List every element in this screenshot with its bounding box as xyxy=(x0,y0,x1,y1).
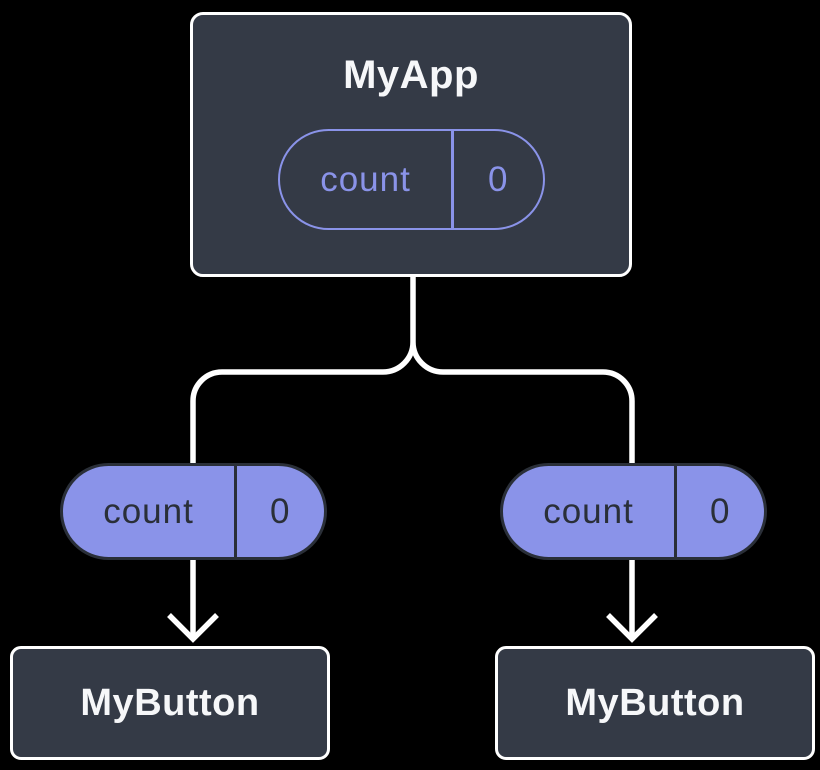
prop-pill-left: count 0 xyxy=(60,463,327,560)
state-pill-name: count xyxy=(320,159,411,199)
myapp-node: MyApp count 0 xyxy=(190,12,632,277)
prop-pill-right-divider xyxy=(674,466,677,557)
right-arrowhead-icon xyxy=(606,613,658,643)
fork-connector-line xyxy=(190,277,635,463)
state-pill-value: 0 xyxy=(488,159,509,199)
left-arrowhead-icon xyxy=(167,613,219,643)
prop-pill-left-divider xyxy=(234,466,237,557)
prop-pill-left-value: 0 xyxy=(270,491,291,531)
state-pill: count 0 xyxy=(278,129,545,230)
myapp-node-title: MyApp xyxy=(343,53,479,97)
mybutton-node-left: MyButton xyxy=(10,646,330,760)
prop-pill-left-name: count xyxy=(103,491,194,531)
state-pill-divider xyxy=(451,131,454,228)
mybutton-node-right: MyButton xyxy=(495,646,815,760)
prop-pill-right: count 0 xyxy=(500,463,767,560)
prop-pill-right-value: 0 xyxy=(710,491,731,531)
prop-pill-right-name: count xyxy=(543,491,634,531)
